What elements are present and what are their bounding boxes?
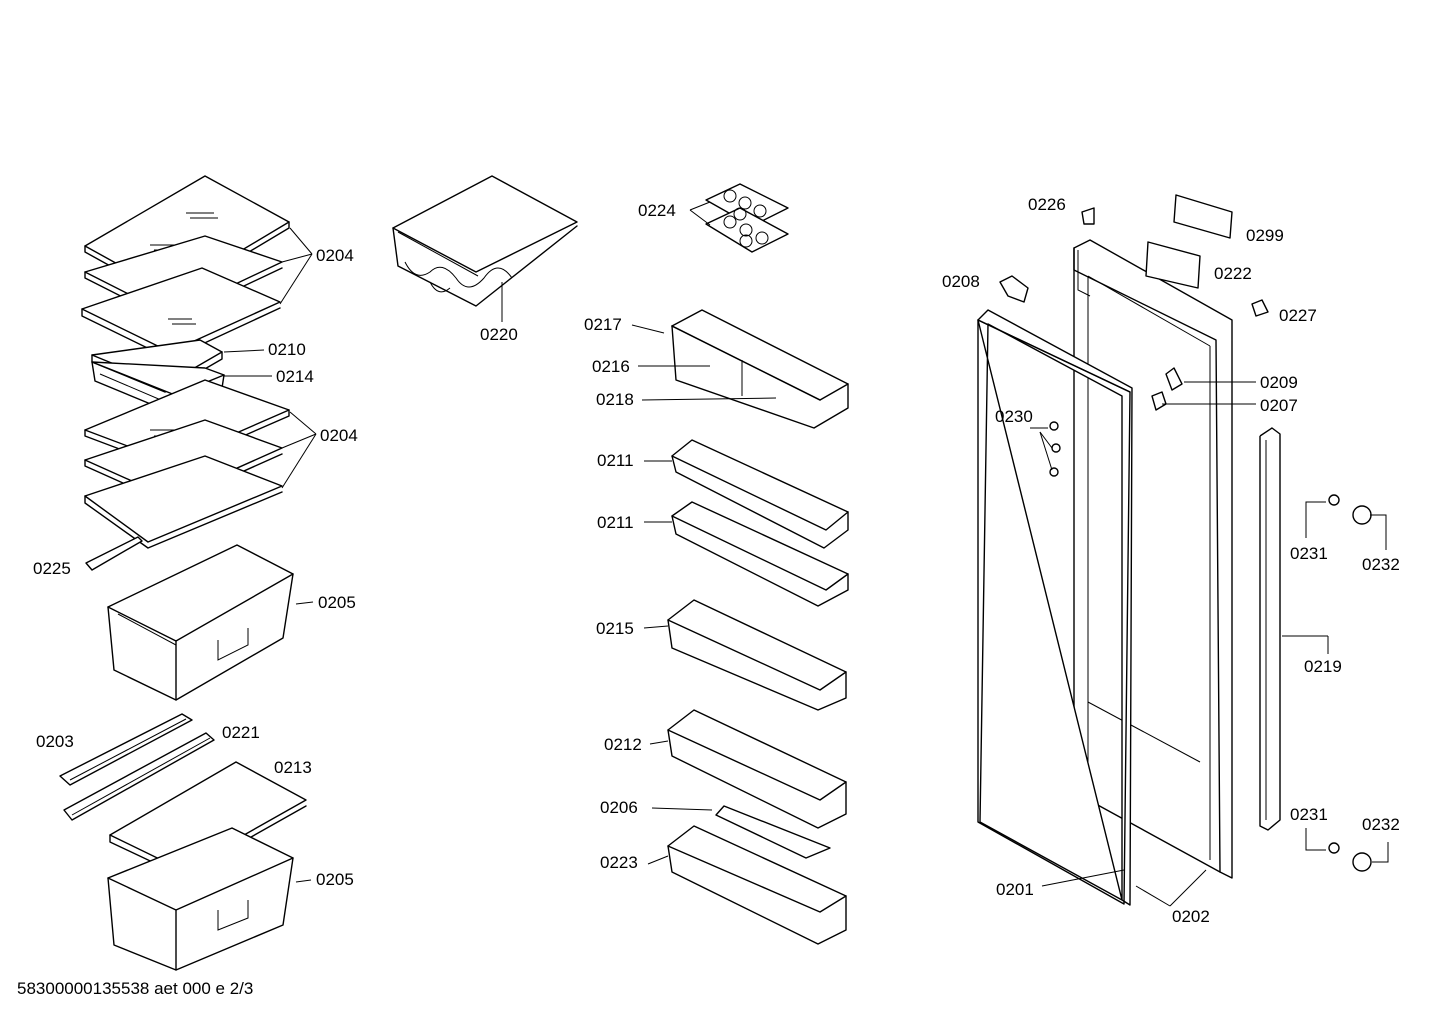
- label-0207: 0207: [1260, 396, 1298, 415]
- crisper-drawer-upper: [107, 544, 294, 701]
- label-0205-upper: 0205: [318, 593, 356, 612]
- glass-shelves-upper: [81, 175, 290, 360]
- door-panel-0202: [1073, 239, 1233, 879]
- label-0211-upper: 0211: [597, 451, 634, 470]
- label-0204-upper: 0204: [316, 246, 354, 265]
- label-0223: 0223: [600, 853, 638, 872]
- crisper-drawer-lower: [107, 827, 294, 971]
- label-0206: 0206: [600, 798, 638, 817]
- bottle-retainer-0206: [715, 805, 831, 859]
- label-0227: 0227: [1279, 306, 1317, 325]
- label-0217: 0217: [584, 315, 622, 334]
- door-bin-0211-lower: [671, 501, 849, 607]
- label-0231-lower: 0231: [1290, 805, 1328, 824]
- butter-compartment-0216-0218: [671, 309, 849, 429]
- label-0232-upper: 0232: [1362, 555, 1400, 574]
- label-0212: 0212: [604, 735, 642, 754]
- label-0208: 0208: [942, 272, 980, 291]
- door-handle-0219: [1259, 427, 1281, 831]
- label-0204-lower: 0204: [320, 426, 358, 445]
- label-0213: 0213: [274, 758, 312, 777]
- door-bin-0215: [667, 599, 847, 711]
- label-0220: 0220: [480, 325, 518, 344]
- door-bin-0211-upper: [671, 439, 849, 549]
- label-0210: 0210: [268, 340, 306, 359]
- bottle-rack-0220: [392, 175, 578, 307]
- label-0209: 0209: [1260, 373, 1298, 392]
- label-0219: 0219: [1304, 657, 1342, 676]
- door-gasket-0201: [977, 309, 1133, 906]
- label-0224: 0224: [638, 201, 676, 220]
- door-bin-0212: [667, 709, 847, 829]
- label-0211-lower: 0211: [597, 513, 634, 532]
- glass-shelves-lower: [84, 379, 290, 549]
- label-0214: 0214: [276, 367, 314, 386]
- label-0231-upper: 0231: [1290, 544, 1328, 563]
- door-bin-0223: [667, 825, 847, 945]
- label-0216: 0216: [592, 357, 630, 376]
- label-0215: 0215: [596, 619, 634, 638]
- label-0230: 0230: [995, 407, 1033, 426]
- label-0221: 0221: [222, 723, 260, 742]
- label-0201: 0201: [996, 880, 1034, 899]
- label-0203: 0203: [36, 732, 74, 751]
- label-0232-lower: 0232: [1362, 815, 1400, 834]
- handle-screws-caps: [1328, 494, 1372, 872]
- label-0202: 0202: [1172, 907, 1210, 926]
- trim-strip-0225: [85, 536, 143, 571]
- egg-trays-0224: [705, 183, 789, 253]
- label-0205-lower: 0205: [316, 870, 354, 889]
- vent-strips-0203-0221: [59, 713, 215, 821]
- document-reference: 58300000135538 aet 000 e 2/3: [17, 979, 254, 998]
- label-0225: 0225: [33, 559, 71, 578]
- small-parts-door: [999, 194, 1269, 477]
- leader-lines: [223, 201, 1389, 907]
- label-0226: 0226: [1028, 195, 1066, 214]
- label-0222: 0222: [1214, 264, 1252, 283]
- label-0218: 0218: [596, 390, 634, 409]
- label-0299: 0299: [1246, 226, 1284, 245]
